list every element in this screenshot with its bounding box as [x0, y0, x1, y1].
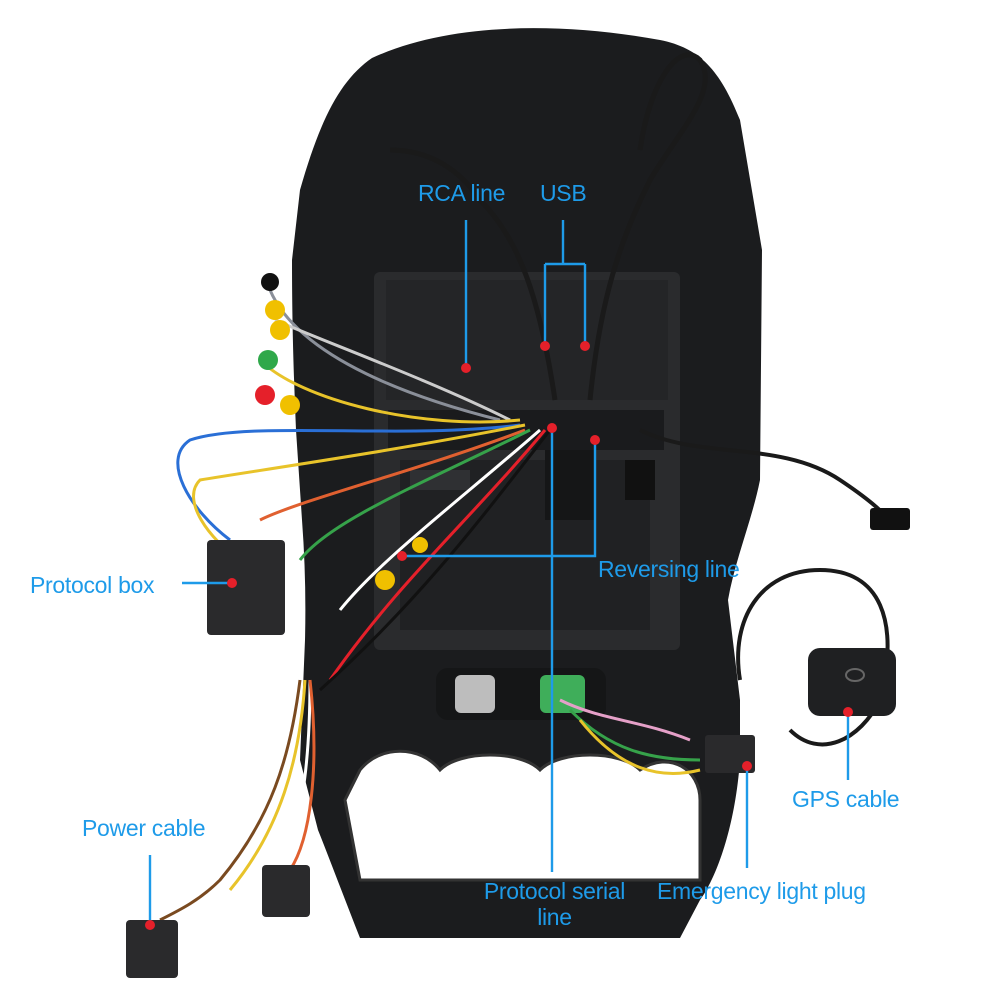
dot-serial — [547, 423, 557, 433]
protocol-box-unit — [207, 540, 285, 635]
protocol-serial-line-label-line1: Protocol serial — [483, 878, 626, 904]
dot-protocol-box — [227, 578, 237, 588]
emergency-light-plug-label: Emergency light plug — [657, 878, 866, 904]
power-cable-label: Power cable — [82, 815, 206, 841]
protocol-box-label: Protocol box — [30, 572, 155, 598]
dot-reversing-2 — [590, 435, 600, 445]
wire-bundle — [159, 52, 892, 922]
usb-label: USB — [540, 180, 587, 206]
callout-lines — [148, 220, 850, 925]
gps-antenna — [808, 648, 896, 716]
climate-control-cutout — [345, 751, 700, 880]
dot-emergency — [742, 761, 752, 771]
reversing-connector — [870, 508, 910, 530]
dot-gps — [843, 707, 853, 717]
dot-power — [145, 920, 155, 930]
rca-plugs — [255, 273, 428, 590]
power-connector-2 — [262, 865, 310, 917]
callout-dots — [145, 341, 853, 930]
rca-line-label: RCA line — [418, 180, 506, 206]
callout-reversing — [402, 440, 597, 558]
dot-rca — [461, 363, 471, 373]
protocol-serial-line-label-line2: line — [537, 904, 572, 930]
callout-usb — [543, 220, 587, 346]
dot-reversing-1 — [397, 551, 407, 561]
dot-usb-1 — [540, 341, 550, 351]
dot-usb-2 — [580, 341, 590, 351]
power-connector-1 — [126, 920, 178, 978]
gps-cable-label: GPS cable — [792, 786, 900, 812]
reversing-line-label: Reversing line — [598, 556, 740, 582]
protocol-serial-line-label: Protocol serial line — [472, 878, 637, 930]
emergency-plug-unit — [705, 735, 755, 773]
